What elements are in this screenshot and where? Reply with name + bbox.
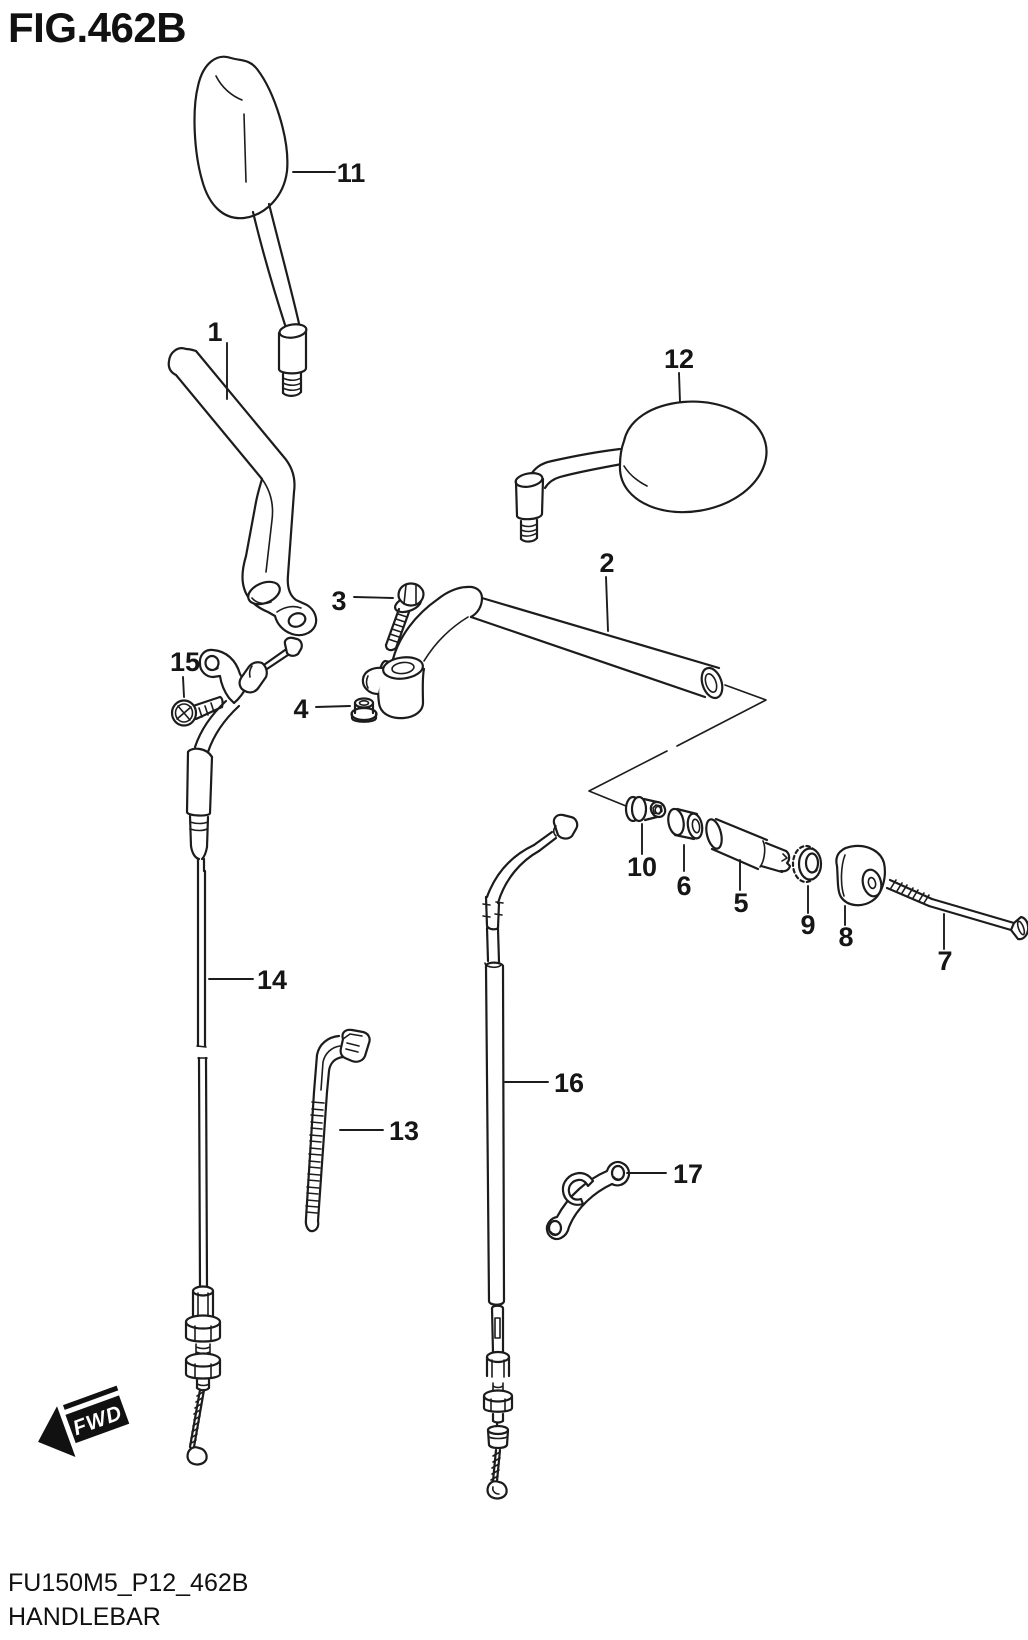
callout-11: 11 [337, 158, 366, 188]
fwd-arrow: FWD [38, 1385, 130, 1458]
callout-13: 13 [389, 1116, 419, 1146]
part-bracket-screw [170, 695, 224, 727]
part-bar-end-screw [885, 878, 1028, 941]
fwd-arrow-body [65, 1395, 130, 1444]
callout-3: 3 [331, 586, 346, 616]
part-spacer [667, 807, 704, 841]
callout-12: 12 [664, 344, 694, 374]
fwd-arrow-head [38, 1406, 76, 1458]
leader-lines [182, 171, 945, 1174]
callout-8: 8 [838, 922, 853, 952]
callout-17: 17 [673, 1159, 703, 1189]
figure-code: FU150M5_P12_462B [8, 1569, 249, 1597]
part-mirror-right [514, 400, 768, 543]
callout-6: 6 [676, 871, 691, 901]
callout-4: 4 [293, 694, 308, 724]
part-bar-end-nut [624, 795, 667, 823]
part-clutch-cable [482, 813, 579, 1500]
fwd-arrow-top-stripe [62, 1385, 119, 1410]
part-clamp-bolt [384, 582, 425, 652]
part-clamp-nut [350, 697, 378, 723]
part-throttle-cable [184, 636, 303, 1466]
callout-10: 10 [627, 852, 657, 882]
figure-name: HANDLEBAR [8, 1603, 161, 1631]
callout-14: 14 [257, 965, 287, 995]
callout-9: 9 [800, 910, 815, 940]
part-mirror-left [193, 55, 308, 397]
callout-15: 15 [170, 647, 200, 677]
part-cable-guide-bracket [545, 1160, 631, 1241]
figure-footer: FU150M5_P12_462B HANDLEBAR [8, 1566, 248, 1634]
figure-title: FIG.462B [8, 4, 187, 51]
part-cable-tie [304, 1028, 371, 1233]
callout-1: 1 [207, 317, 222, 347]
callout-7: 7 [937, 946, 952, 976]
part-bar-end-cap [835, 844, 886, 907]
part-handlebar-upper [167, 347, 318, 637]
callout-2: 2 [599, 548, 614, 578]
callout-labels: 1 2 3 4 5 6 7 8 9 10 11 12 13 14 15 16 1… [170, 158, 953, 1189]
callout-5: 5 [733, 888, 748, 918]
callout-16: 16 [554, 1068, 584, 1098]
alignment-zigzag-line [588, 684, 767, 807]
part-grip-end-tube [705, 817, 792, 874]
part-handlebar-lower [361, 585, 724, 720]
part-splined-washer [791, 844, 823, 884]
